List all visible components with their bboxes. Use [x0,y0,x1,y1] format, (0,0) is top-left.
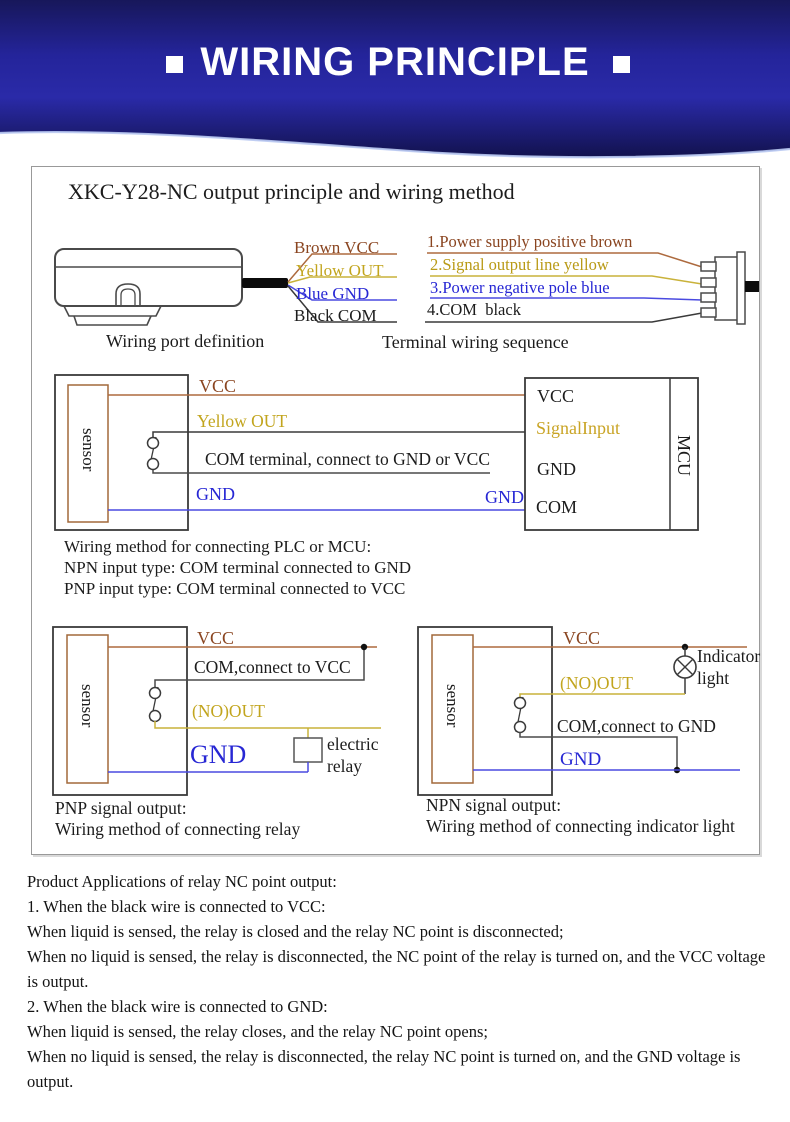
header-wave [0,0,790,158]
wire-label-blue-gnd: Blue GND [296,284,370,303]
seq-label-2: 2.Signal output line yellow [430,255,609,274]
applications-line: When no liquid is sensed, the relay is d… [27,947,766,991]
terminal-sequence-caption: Terminal wiring sequence [382,332,569,352]
pnp-out-label: (NO)OUT [192,701,265,721]
applications-line: When liquid is sensed, the relay is clos… [27,922,564,941]
pnp-sensor-vertical-label: sensor [78,684,97,728]
port-definition-caption: Wiring port definition [106,331,265,351]
npn-sensor-vertical-label: sensor [443,684,462,728]
npn-out-label: (NO)OUT [560,673,633,693]
npn-com-label: COM,connect to GND [557,716,716,736]
mcu-note-2: NPN input type: COM terminal connected t… [64,558,412,577]
npn-vcc-label: VCC [563,628,601,648]
mcu-pin-vcc: VCC [537,386,575,406]
pnp-caption-1: PNP signal output: [55,798,187,818]
header-wave-graphic [0,0,790,159]
applications-line: 1. When the black wire is connected to V… [27,897,326,916]
npn-caption-2: Wiring method of connecting indicator li… [426,816,735,836]
mcu-gnd-right-label: GND [485,487,524,507]
decor-square-right [613,56,630,73]
applications-text-block: Product Applications of relay NC point o… [27,869,777,1094]
sensor-vertical-label: sensor [79,428,98,472]
pnp-com-label: COM,connect to VCC [194,657,351,677]
relay-label-line1: electric [327,734,379,754]
mcu-pin-signal: SignalInput [536,418,620,438]
panel-title: XKC-Y28-NC output principle and wiring m… [68,179,515,204]
applications-line: When liquid is sensed, the relay closes,… [27,1022,488,1041]
decor-square-left [166,56,183,73]
mcu-com-label: COM terminal, connect to GND or VCC [205,449,490,469]
header-banner: WIRING PRINCIPLE [0,0,790,162]
pnp-vcc-label: VCC [197,628,235,648]
wire-label-yellow-out: Yellow OUT [296,261,384,280]
mcu-vcc-label: VCC [199,376,237,396]
wire-label-black-com: Black COM [294,306,377,325]
applications-line: Product Applications of relay NC point o… [27,872,337,891]
diagram-panel [31,166,760,855]
mcu-out-label: Yellow OUT [197,411,288,431]
relay-label-line2: relay [327,756,362,776]
mcu-vertical-label: MCU [674,435,694,477]
page-title: WIRING PRINCIPLE [200,40,590,84]
applications-line: 2. When the black wire is connected to G… [27,997,328,1016]
mcu-note-1: Wiring method for connecting PLC or MCU: [64,537,372,556]
seq-label-3: 3.Power negative pole blue [430,278,610,297]
seq-label-1: 1.Power supply positive brown [427,232,633,251]
indicator-label-line1: Indicator [697,646,761,666]
seq-label-4: 4.COM black [427,300,521,319]
wave-highlight [0,130,790,159]
mcu-gnd-label: GND [196,484,235,504]
pnp-gnd-label: GND [190,740,247,769]
indicator-label-line2: light [697,668,730,688]
npn-gnd-label: GND [560,749,602,770]
mcu-pin-com: COM [536,497,578,517]
wire-label-brown-vcc: Brown VCC [294,238,380,257]
pnp-caption-2: Wiring method of connecting relay [55,819,301,839]
mcu-pin-gnd: GND [537,459,576,479]
npn-caption-1: NPN signal output: [426,795,562,815]
mcu-note-3: PNP input type: COM terminal connected t… [64,579,406,598]
applications-line: When no liquid is sensed, the relay is d… [27,1047,741,1091]
